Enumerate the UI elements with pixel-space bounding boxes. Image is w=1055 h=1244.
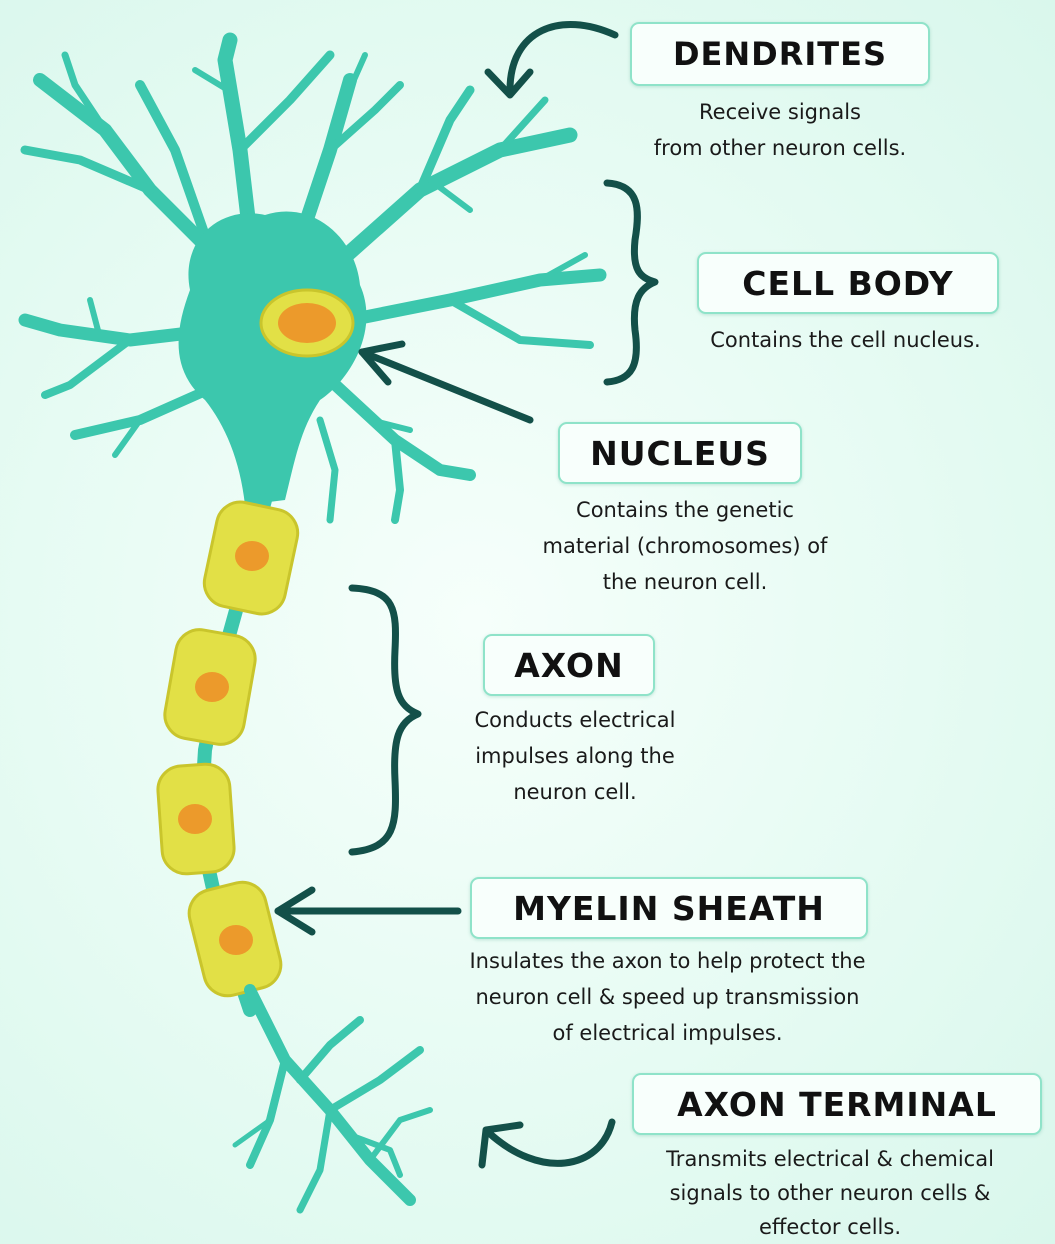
cell-body-description: Contains the cell nucleus.: [648, 322, 1043, 358]
axon-label: AXON: [483, 634, 655, 696]
nucleus-label: NUCLEUS: [558, 422, 802, 484]
nucleus-description: Contains the genetic material (chromosom…: [480, 492, 890, 600]
myelin-sheath-label: MYELIN SHEATH: [470, 877, 868, 939]
cell-body-shape: [179, 211, 367, 505]
axon-terminal-label: AXON TERMINAL: [632, 1073, 1042, 1135]
dendrites-description: Receive signals from other neuron cells.: [560, 94, 1000, 166]
nucleus-arrow: [362, 352, 530, 420]
myelin-sheath-description: Insulates the axon to help protect the n…: [395, 943, 940, 1051]
axon-brace: [352, 588, 418, 852]
myelin-sheath-segments: [156, 498, 302, 1001]
axon-terminal-description: Transmits electrical & chemical signals …: [605, 1142, 1055, 1244]
cell-body-label: CELL BODY: [697, 252, 999, 314]
dendrites-label: DENDRITES: [630, 22, 930, 86]
axon-description: Conducts electrical impulses along the n…: [415, 702, 735, 810]
